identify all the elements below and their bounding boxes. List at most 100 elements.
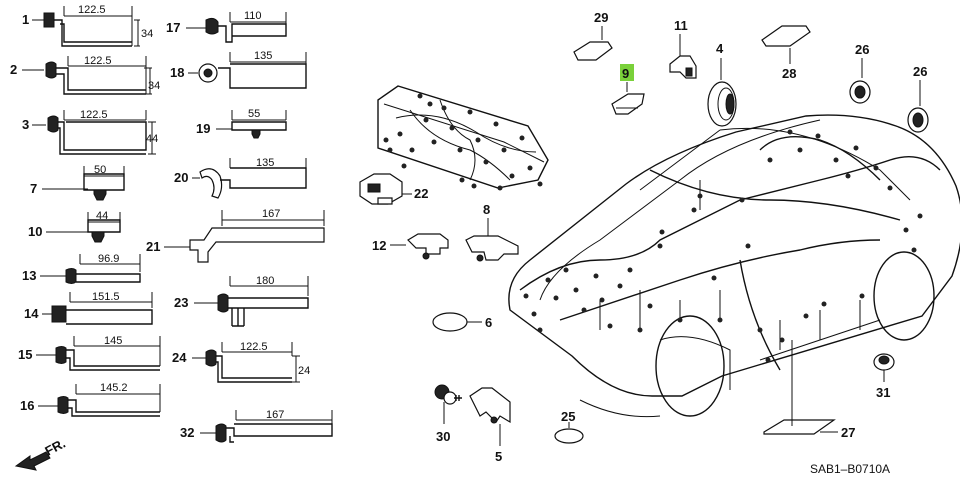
callout-11: 11 [674, 18, 688, 33]
clip-head-icon [45, 61, 57, 79]
clip-head-icon [205, 17, 219, 35]
part-26-b[interactable]: 26 [907, 64, 929, 133]
dim-length: 122.5 [84, 55, 112, 67]
dim-length: 55 [248, 108, 260, 120]
part-4[interactable]: 4 [707, 41, 737, 127]
clip-head-icon [51, 305, 67, 323]
clip-3[interactable]: 3 122.5 44 [22, 109, 158, 155]
dim-length: 110 [244, 10, 262, 22]
cover-icon [573, 41, 613, 61]
dim-length: 122.5 [80, 109, 108, 121]
part-11[interactable]: 11 [669, 18, 697, 79]
clip-15[interactable]: 15 145 [18, 335, 161, 371]
callout-10: 10 [28, 224, 42, 239]
part-31[interactable]: 31 [873, 353, 895, 400]
cover-icon [761, 25, 811, 47]
part-8[interactable]: 8 [465, 202, 519, 262]
dim-length: 96.9 [98, 253, 119, 265]
bracket-icon [469, 387, 511, 424]
clip-19[interactable]: 19 55 [196, 108, 287, 139]
callout-7: 7 [30, 181, 37, 196]
clip-10[interactable]: 10 44 [28, 210, 121, 243]
part-26-a[interactable]: 26 [849, 42, 871, 104]
clip-head-icon [55, 346, 67, 364]
clip-18[interactable]: 18 135 [170, 50, 307, 89]
dim-height: 34 [148, 80, 160, 92]
callout-24: 24 [172, 350, 187, 365]
callout-1: 1 [22, 12, 29, 27]
clip-foot-icon [251, 129, 261, 139]
callout-23: 23 [174, 295, 188, 310]
callout-2: 2 [10, 62, 17, 77]
clip-20[interactable]: 20 167 135 [174, 157, 307, 199]
callout-16: 16 [20, 398, 34, 413]
callout-26-b: 26 [913, 64, 927, 79]
grommet-icon [707, 81, 737, 127]
clip-17[interactable]: 17 110 [166, 10, 287, 43]
dim-length: 167 [262, 208, 280, 220]
clip-1[interactable]: 1 122.5 34 [22, 4, 153, 47]
callout-21: 21 [146, 239, 160, 254]
dim-height: 34 [141, 28, 153, 40]
part-5[interactable]: 5 [469, 387, 511, 464]
dim-height: 44 [146, 133, 158, 145]
grommet-block-icon [359, 173, 403, 205]
dim-length: 122.5 [78, 4, 106, 16]
callout-15: 15 [18, 347, 32, 362]
clip-24[interactable]: 24 122.5 24 [172, 341, 310, 383]
body-harness[interactable] [519, 129, 941, 371]
clip-icon [611, 93, 645, 115]
callout-22: 22 [414, 186, 428, 201]
callout-6: 6 [485, 315, 492, 330]
dashboard-harness[interactable] [377, 85, 549, 191]
bracket-icon [465, 235, 519, 261]
clip-head-icon [205, 349, 217, 367]
callout-26-a: 26 [855, 42, 869, 57]
callout-17: 17 [166, 20, 180, 35]
plug-icon [432, 312, 468, 332]
clip-head-icon [215, 423, 227, 443]
clip-hook-icon [199, 168, 223, 199]
part-9[interactable]: 9 [611, 64, 645, 115]
callout-14: 14 [24, 306, 39, 321]
front-direction-arrow: FR. [14, 436, 68, 471]
plug-icon [554, 428, 584, 444]
part-29[interactable]: 29 [573, 10, 613, 61]
clip-2[interactable]: 2 122.5 34 [10, 55, 160, 95]
clip-foot-icon [91, 231, 105, 243]
callout-3: 3 [22, 117, 29, 132]
vehicle-outline [508, 114, 960, 418]
callout-4: 4 [716, 41, 724, 56]
clip-21[interactable]: 21 167 [146, 208, 325, 263]
part-27[interactable]: 27 [763, 340, 855, 440]
part-22[interactable]: 22 [359, 173, 428, 205]
clip-head-icon [217, 293, 229, 313]
rear-wheel-icon [873, 251, 935, 341]
dim-length: 180 [256, 275, 274, 287]
callout-28: 28 [782, 66, 796, 81]
clip-7[interactable]: 7 50 [30, 164, 125, 201]
clip-head-icon [57, 396, 69, 414]
clip-foot-icon [93, 189, 107, 201]
clip-16[interactable]: 16 145.2 [20, 382, 161, 417]
callout-32: 32 [180, 425, 194, 440]
part-28[interactable]: 28 [761, 25, 811, 81]
part-6[interactable]: 6 [432, 312, 492, 332]
dim-length: 145.2 [100, 382, 128, 394]
clip-13[interactable]: 13 96.9 [22, 253, 141, 284]
dim-length: 135 [256, 157, 274, 169]
part-12[interactable]: 12 [372, 233, 449, 260]
callout-9-highlight [620, 64, 634, 81]
part-30[interactable]: 30 [434, 384, 462, 444]
callout-9: 9 [622, 66, 629, 81]
part-25[interactable]: 25 [554, 409, 584, 444]
clip-14[interactable]: 14 151.5 [24, 291, 153, 325]
dim-length: 145 [104, 335, 122, 347]
dim-length: 151.5 [92, 291, 120, 303]
dim-length: 135 [254, 50, 272, 62]
callout-13: 13 [22, 268, 36, 283]
dim-length: 44 [96, 210, 108, 222]
clip-32[interactable]: 32 167 [180, 409, 333, 443]
clip-23[interactable]: 23 180 [174, 275, 309, 327]
